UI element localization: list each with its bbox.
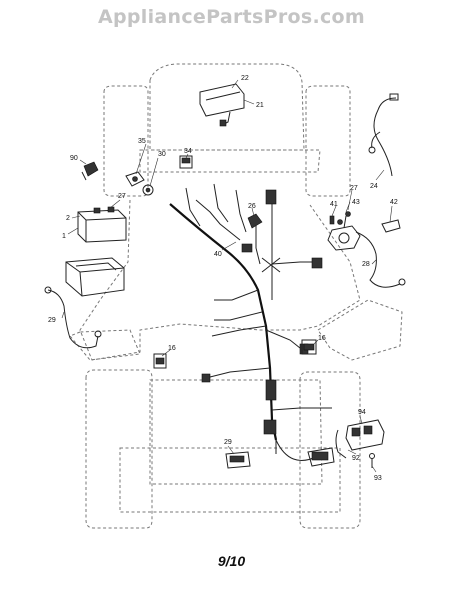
main-harness xyxy=(169,183,332,461)
callout-40: 40 xyxy=(214,251,222,258)
callout-27a: 27 xyxy=(118,193,126,200)
leader-lines xyxy=(61,79,393,473)
connector-left xyxy=(201,373,211,383)
callout-27b: 27 xyxy=(350,185,358,192)
connector-center xyxy=(241,243,253,253)
callout-93: 93 xyxy=(374,475,382,482)
part-26 xyxy=(247,213,263,229)
battery-tray xyxy=(65,257,125,297)
mower-deck-outline xyxy=(69,329,141,361)
frame-outline xyxy=(79,199,361,361)
callout-16-left: 16 xyxy=(168,345,176,352)
negative-cable xyxy=(44,286,102,349)
connector-top xyxy=(265,189,277,205)
watermark: AppliancePartsPros.com xyxy=(97,6,365,28)
callout-35: 35 xyxy=(138,138,146,145)
solenoid-43 xyxy=(327,211,361,251)
part-35 xyxy=(125,171,145,187)
callout-90: 90 xyxy=(70,155,78,162)
callout-34: 34 xyxy=(184,148,192,155)
callout-21: 21 xyxy=(256,102,264,109)
hood-outline xyxy=(149,63,305,151)
pto-switch xyxy=(307,447,335,467)
callout-labels: 22 21 35 34 30 90 24 27 2 27 1 41 43 42 … xyxy=(48,75,398,482)
callout-94: 94 xyxy=(358,409,366,416)
callout-2: 2 xyxy=(66,215,70,222)
part-90 xyxy=(81,161,99,181)
callout-41: 41 xyxy=(330,201,338,208)
front-right-tire-outline xyxy=(305,85,351,197)
callout-28: 28 xyxy=(362,261,370,268)
callout-29-cable: 29 xyxy=(48,317,56,324)
switch-16-left xyxy=(153,353,167,369)
callout-43: 43 xyxy=(352,199,360,206)
page-number: 9/10 xyxy=(217,553,246,569)
callout-16-right: 16 xyxy=(318,335,326,342)
relay-94 xyxy=(335,419,385,468)
cable-28 xyxy=(355,231,406,288)
part-42 xyxy=(381,219,401,233)
deck-right-outline xyxy=(317,299,403,361)
callout-42: 42 xyxy=(390,199,398,206)
callout-30: 30 xyxy=(158,151,166,158)
rear-body-outline xyxy=(149,379,323,485)
seat-outline xyxy=(119,447,341,513)
callout-24: 24 xyxy=(370,183,378,190)
connector-low xyxy=(263,419,277,435)
part-30 xyxy=(142,184,154,196)
battery xyxy=(77,206,127,243)
callout-92: 92 xyxy=(352,455,360,462)
connector-right xyxy=(311,257,323,269)
module-21 xyxy=(199,83,245,127)
hood-lower-outline xyxy=(139,149,321,173)
callout-26: 26 xyxy=(248,203,256,210)
callout-1: 1 xyxy=(62,233,66,240)
rear-left-tire-outline xyxy=(85,369,153,529)
rear-right-tire-outline xyxy=(299,371,361,529)
connector-mid xyxy=(265,379,277,401)
callout-29-seat: 29 xyxy=(224,439,232,446)
cable-24 xyxy=(368,93,399,177)
callout-22: 22 xyxy=(241,75,249,82)
seat-switch-29 xyxy=(225,451,251,469)
switch-16-right xyxy=(301,339,317,355)
